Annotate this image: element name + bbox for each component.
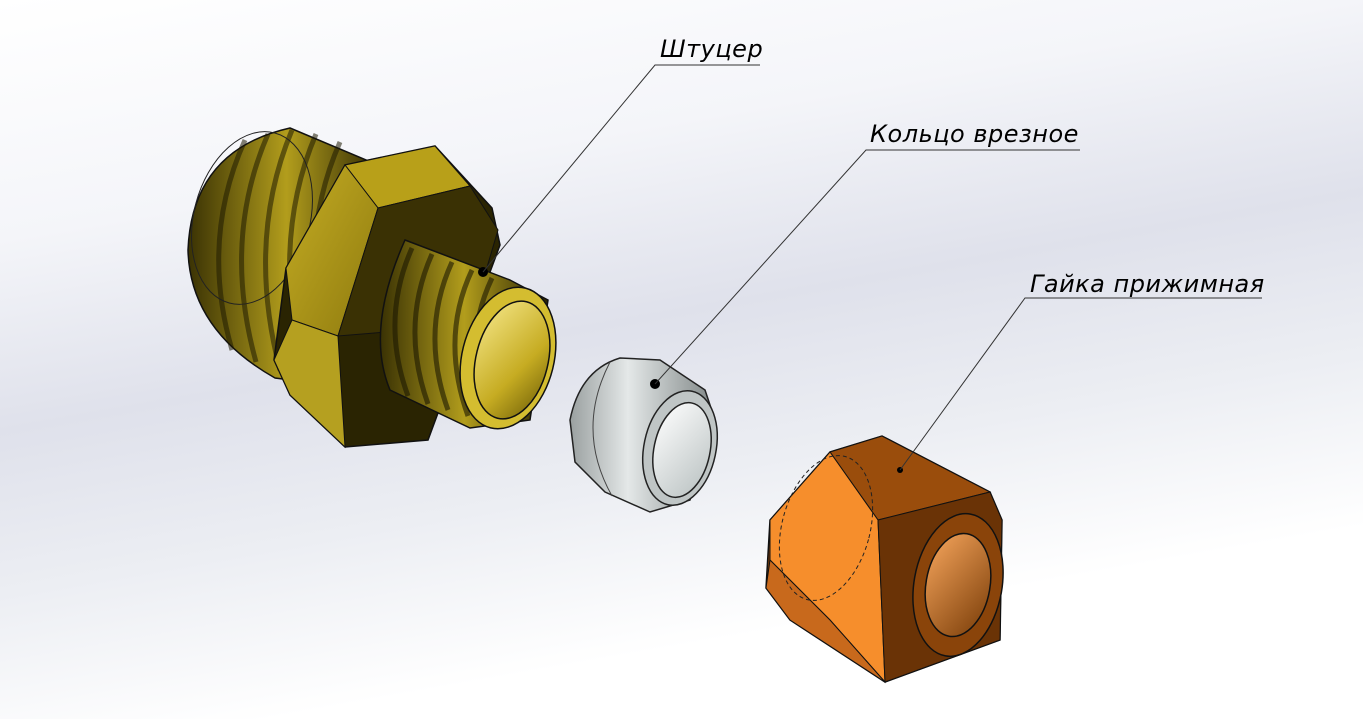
ring-part — [569, 357, 718, 513]
fitting-bore — [473, 300, 551, 420]
nut-face-lower — [765, 558, 886, 683]
ring-chamfer-line — [592, 361, 613, 497]
ring-label: Кольцо врезное — [870, 120, 1079, 148]
nut-bore — [924, 532, 992, 638]
nut-leader-line — [899, 297, 1262, 471]
fitting-label: Штуцер — [660, 35, 763, 63]
nut-label: Гайка прижимная — [1030, 270, 1265, 298]
ring-leader-line — [654, 149, 1080, 385]
callout-leaders — [482, 64, 1262, 471]
fitting-hex-face-bottom — [273, 319, 346, 449]
nut-part — [765, 435, 1004, 684]
ring-bore — [652, 401, 712, 499]
fitting-part — [187, 127, 557, 449]
fitting-leader-line — [482, 64, 760, 273]
nut-hidden-thread-edge — [778, 455, 874, 601]
